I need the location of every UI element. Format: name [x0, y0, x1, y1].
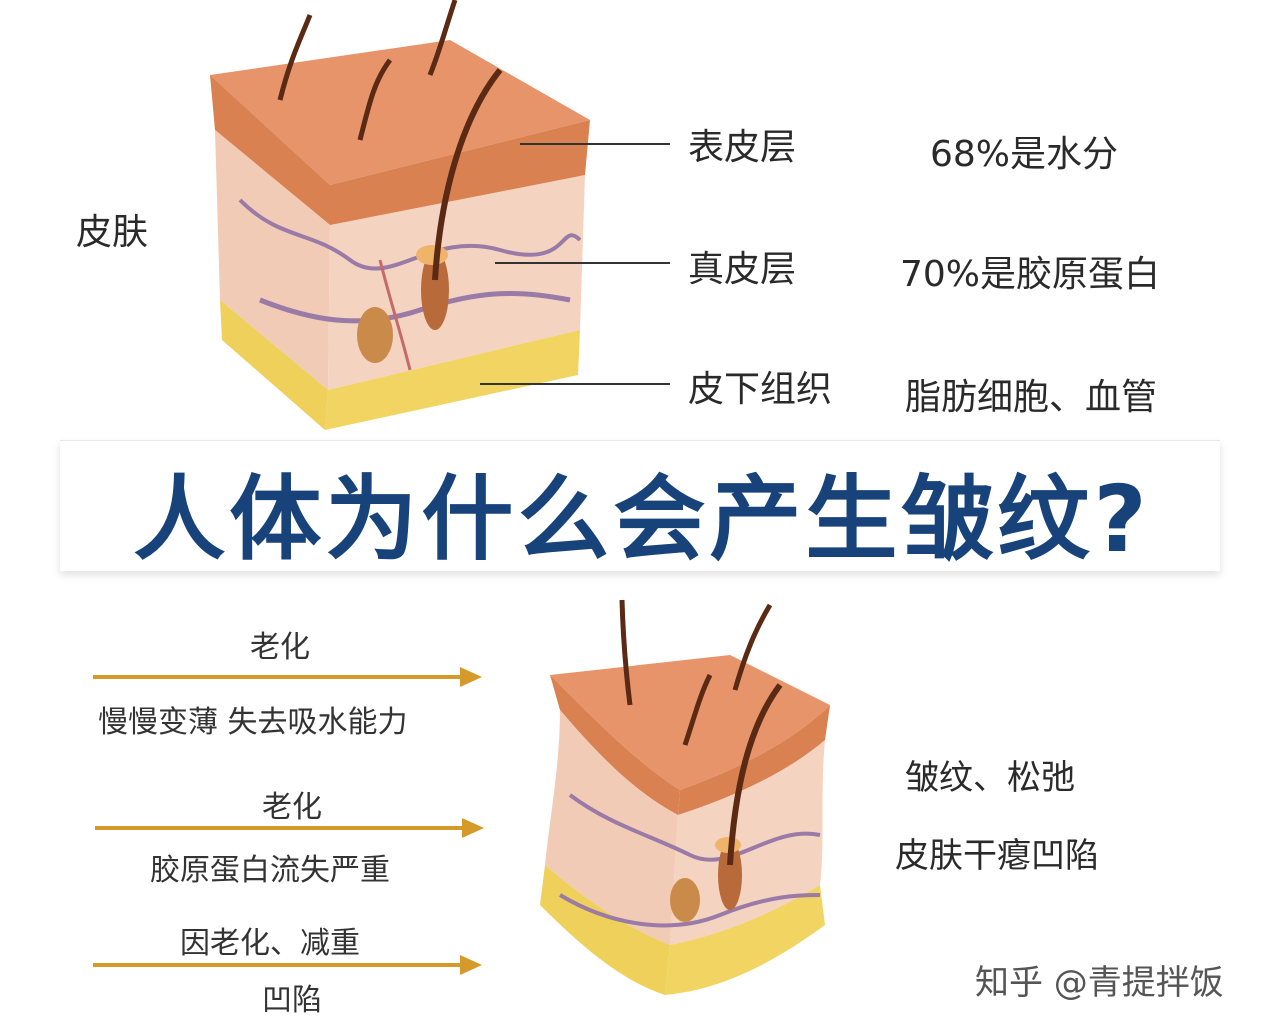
cause-3-below: 凹陷 [262, 983, 322, 1018]
cause-2-above: 老化 [262, 790, 322, 825]
cause-1-below: 慢慢变薄 失去吸水能力 [98, 705, 408, 740]
cause-3-arrowhead [460, 955, 482, 975]
epidermis-leader-line [520, 143, 670, 145]
cause-3-arrow [93, 963, 463, 967]
watermark-text: 知乎 @青提拌饭 [975, 963, 1224, 1003]
subcutaneous-leader-line [480, 383, 670, 385]
layer-fact-subcutaneous: 脂肪细胞、血管 [905, 377, 1158, 418]
cause-2-below: 胶原蛋白流失严重 [150, 853, 390, 888]
cause-1-above: 老化 [250, 630, 310, 665]
layer-fact-dermis: 70%是胶原蛋白 [900, 254, 1161, 295]
headline-banner [60, 440, 1220, 571]
dermis-layer [215, 130, 330, 390]
result-sunken-skin: 皮肤干瘪凹陷 [895, 836, 1099, 876]
result-wrinkles: 皱纹、松弛 [905, 758, 1075, 798]
wrinkled-skin-illustration [540, 599, 830, 995]
skin-label: 皮肤 [76, 212, 149, 253]
layer-name-epidermis: 表皮层 [688, 127, 797, 168]
layer-name-dermis: 真皮层 [688, 249, 797, 290]
cause-3-above: 因老化、减重 [180, 926, 360, 961]
dermis-leader-line [495, 262, 670, 264]
subcutaneous-fat-layer [220, 300, 328, 430]
headline-title: 人体为什么会产生皱纹? [133, 466, 1151, 573]
cause-2-arrowhead [462, 818, 484, 838]
cause-1-arrow [93, 675, 463, 679]
layer-name-subcutaneous: 皮下组织 [688, 369, 833, 410]
skin-cross-section-illustration [210, 0, 590, 430]
cause-1-arrowhead [460, 667, 482, 687]
cause-2-arrow [95, 826, 465, 830]
layer-fact-epidermis: 68%是水分 [930, 134, 1119, 175]
